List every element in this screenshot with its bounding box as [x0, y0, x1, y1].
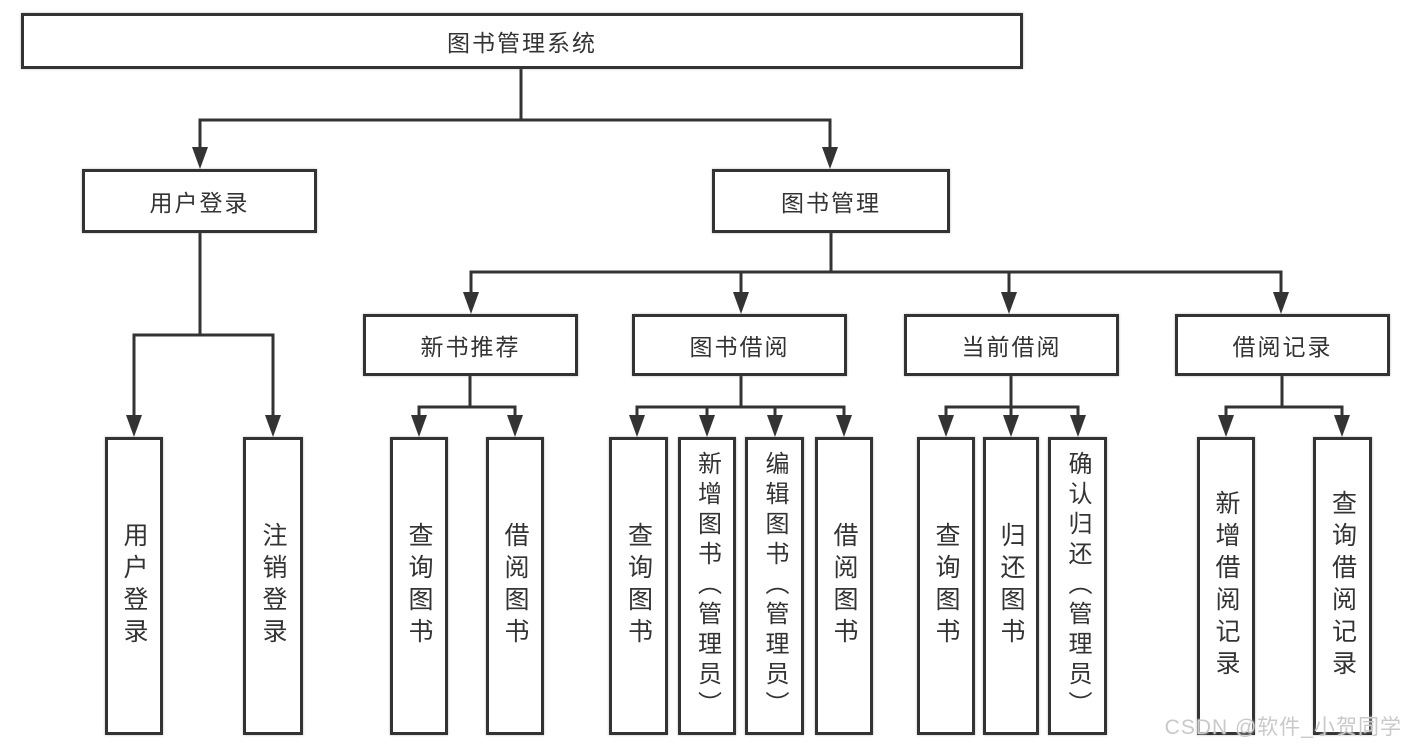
leaf-user-login: 用户登录 — [105, 437, 163, 735]
leaf-logout: 注销登录 — [243, 437, 303, 735]
node-library-management-system: 图书管理系统 — [21, 13, 1023, 69]
leaf-add-books-admin: 新增图书（管理员） — [678, 437, 736, 735]
leaf-edit-books-admin: 编辑图书（管理员） — [745, 437, 804, 735]
csdn-watermark: CSDN @软件_小贺同学 — [1164, 716, 1402, 739]
node-book-borrowing: 图书借阅 — [632, 314, 847, 376]
node-new-book-recommend: 新书推荐 — [363, 314, 578, 376]
leaf-borrow-books-recommend: 借阅图书 — [486, 437, 544, 735]
leaf-return-books: 归还图书 — [983, 437, 1039, 735]
node-borrowing-records: 借阅记录 — [1175, 314, 1390, 376]
leaf-query-books-recommend: 查询图书 — [390, 437, 448, 735]
leaf-confirm-return-admin: 确认归还（管理员） — [1048, 437, 1107, 735]
leaf-query-books-borrowing: 查询图书 — [609, 437, 668, 735]
leaf-query-borrow-record: 查询借阅记录 — [1313, 437, 1372, 735]
node-book-management: 图书管理 — [712, 169, 950, 233]
leaf-borrow-books: 借阅图书 — [815, 437, 873, 735]
leaf-query-books-current: 查询图书 — [917, 437, 975, 735]
node-current-borrowing: 当前借阅 — [904, 314, 1119, 376]
node-user-login: 用户登录 — [82, 169, 317, 233]
leaf-add-borrow-record: 新增借阅记录 — [1197, 437, 1255, 735]
